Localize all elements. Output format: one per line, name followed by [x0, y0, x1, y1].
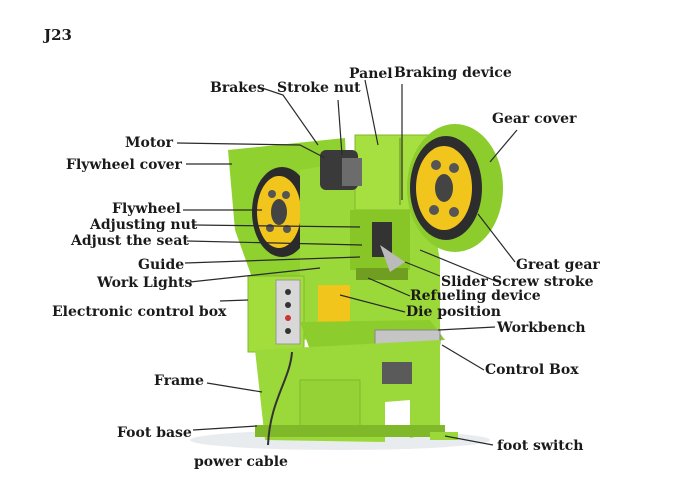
label-flywheel: Flywheel: [112, 201, 181, 217]
label-adjust-the-seat: Adjust the seat: [71, 233, 189, 249]
leader-adjusting-nut: [193, 224, 361, 228]
label-stroke-nut: Stroke nut: [277, 80, 361, 96]
label-refueling-device: Refueling device: [410, 288, 541, 304]
label-guide: Guide: [138, 257, 185, 273]
leader-slider: [404, 261, 441, 277]
leader-brakes: [261, 87, 319, 146]
label-frame: Frame: [154, 373, 204, 389]
label-screw-stroke: Screw stroke: [492, 274, 594, 290]
leader-refueling-device: [367, 277, 411, 297]
leader-great-gear: [477, 213, 516, 263]
leader-control-box: [441, 344, 485, 371]
leader-lines: [176, 79, 518, 446]
leader-panel: [364, 79, 379, 146]
leader-work-lights: [189, 267, 321, 283]
label-braking-device: Braking device: [394, 65, 512, 81]
leader-stroke-nut: [337, 99, 343, 156]
leader-foot-switch: [444, 435, 494, 446]
leader-foot-base: [192, 425, 258, 431]
label-motor: Motor: [125, 135, 174, 151]
label-panel: Panel: [349, 66, 393, 82]
leader-gear-cover: [489, 129, 518, 163]
power-cable-shape: [267, 351, 293, 446]
label-slider: Slider: [441, 274, 488, 290]
die-position-shape: [318, 285, 350, 325]
label-control-box: Control Box: [485, 362, 579, 378]
label-adjusting-nut: Adjusting nut: [90, 217, 198, 233]
label-work-lights: Work Lights: [97, 275, 193, 291]
label-flywheel-cover: Flywheel cover: [66, 157, 182, 173]
label-foot-switch: foot switch: [497, 438, 584, 454]
leader-guide: [184, 256, 361, 264]
label-workbench: Workbench: [497, 320, 586, 336]
leader-die-position: [339, 294, 406, 313]
label-foot-base: Foot base: [117, 425, 192, 441]
leader-workbench: [437, 326, 496, 331]
label-electronic-control-box: Electronic control box: [52, 304, 227, 320]
label-brakes: Brakes: [210, 80, 265, 96]
label-great-gear: Great gear: [516, 257, 600, 273]
leader-electronic-control-box: [219, 299, 249, 302]
label-gear-cover: Gear cover: [492, 111, 577, 127]
leader-screw-stroke: [419, 249, 499, 283]
leader-frame: [206, 382, 263, 393]
label-power-cable: power cable: [194, 454, 288, 470]
foot-switch-shape: [430, 432, 458, 440]
flywheel-hub-shape: [271, 199, 287, 225]
leader-adjust-the-seat: [186, 240, 363, 246]
label-die-position: Die position: [406, 304, 501, 320]
model-title: J23: [44, 26, 72, 44]
leader-motor: [176, 142, 326, 159]
foot-base-shape: [255, 425, 445, 437]
